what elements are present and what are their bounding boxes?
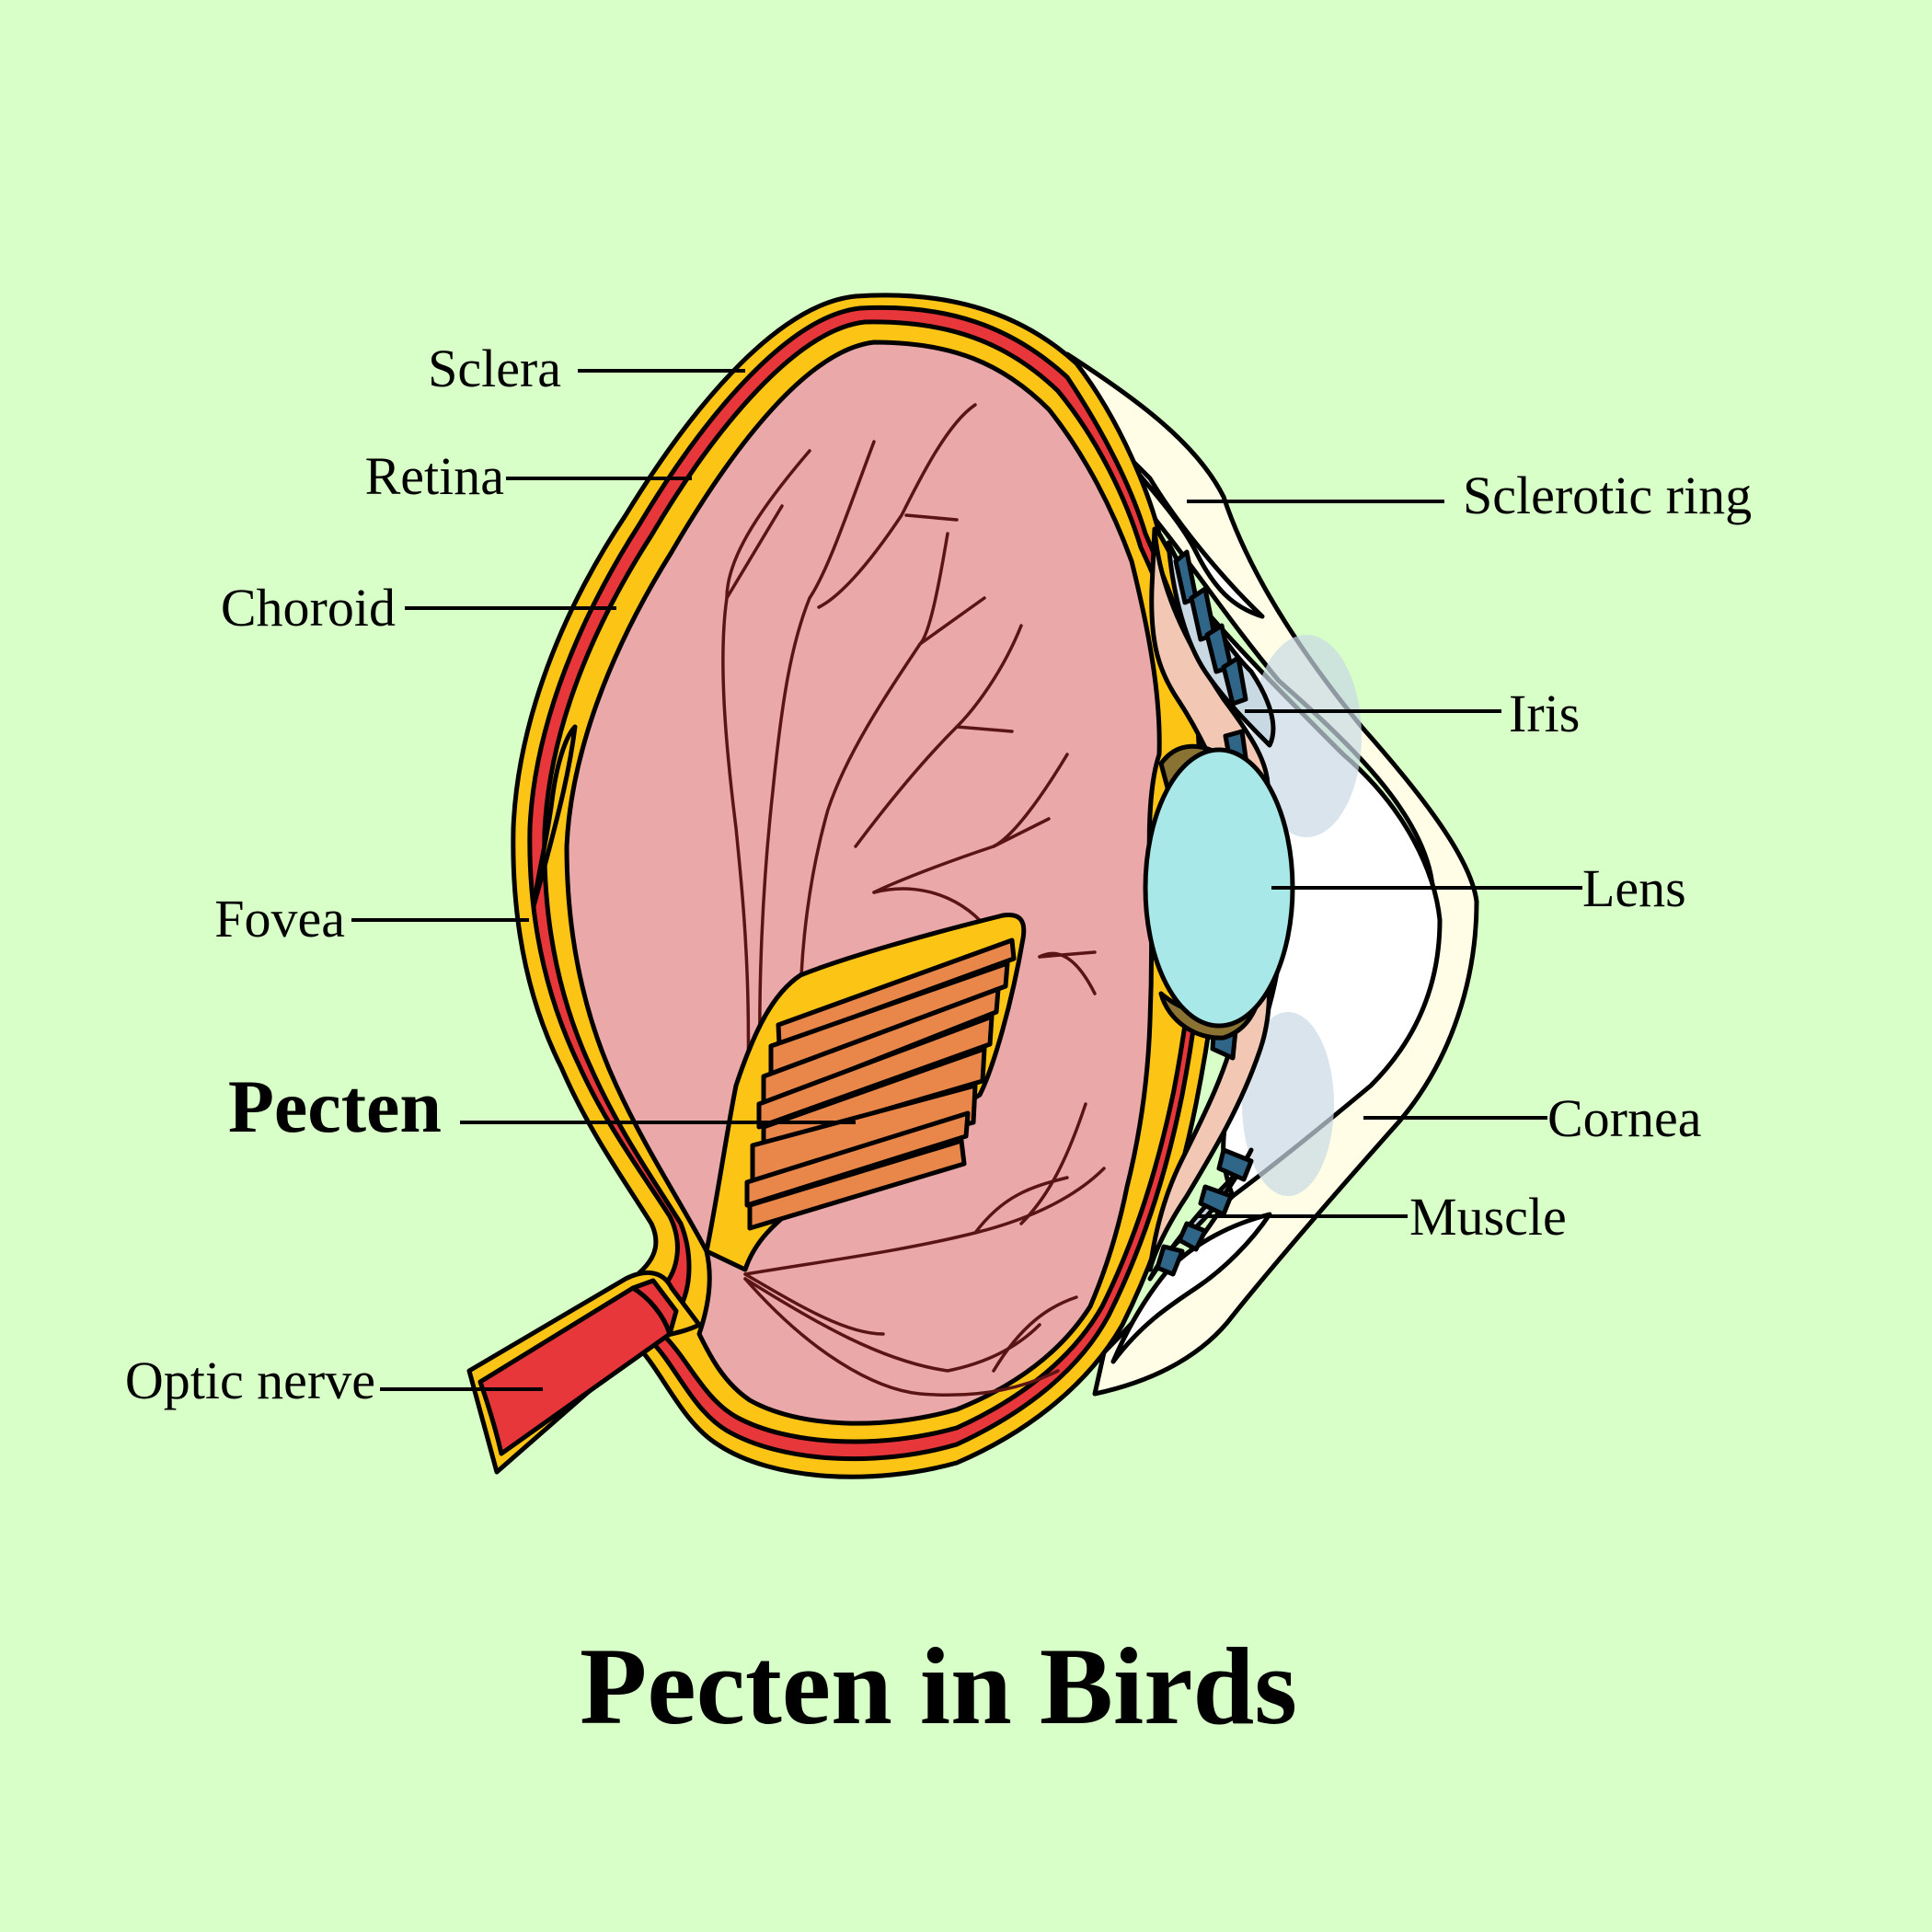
label-sclera: Sclera bbox=[428, 339, 561, 398]
aqueous-mist-lower bbox=[1242, 1012, 1334, 1196]
optic-nerve-junction bbox=[630, 1278, 679, 1337]
label-fovea: Fovea bbox=[214, 889, 345, 949]
leader-lines bbox=[351, 369, 1582, 1391]
label-lens: Lens bbox=[1582, 858, 1686, 918]
sclerotic-ring-upper bbox=[1101, 430, 1265, 619]
label-cornea: Cornea bbox=[1547, 1088, 1702, 1148]
fovea-upper-pad bbox=[531, 724, 578, 909]
label-iris: Iris bbox=[1509, 684, 1580, 743]
label-pecten: Pecten bbox=[228, 1064, 442, 1148]
label-choroid: Choroid bbox=[221, 578, 396, 638]
label-sclerotic-ring: Sclerotic ring bbox=[1463, 466, 1752, 525]
vitreous-body bbox=[564, 339, 1162, 1426]
labels: Sclera Retina Choroid Fovea Pecten Optic… bbox=[125, 339, 1752, 1410]
label-optic-nerve: Optic nerve bbox=[125, 1351, 375, 1410]
label-retina: Retina bbox=[365, 446, 504, 506]
retinal-vessels bbox=[721, 403, 1106, 1397]
ciliary-muscle-strands-lower bbox=[1155, 1147, 1254, 1277]
aqueous-mist-upper bbox=[1251, 635, 1362, 837]
ciliary-muscle-strands-upper bbox=[1173, 549, 1248, 707]
label-muscle: Muscle bbox=[1409, 1187, 1567, 1247]
diagram-title: Pecten in Birds bbox=[580, 1625, 1297, 1747]
lens bbox=[1143, 747, 1295, 1029]
pecten-folds bbox=[744, 937, 1017, 1231]
